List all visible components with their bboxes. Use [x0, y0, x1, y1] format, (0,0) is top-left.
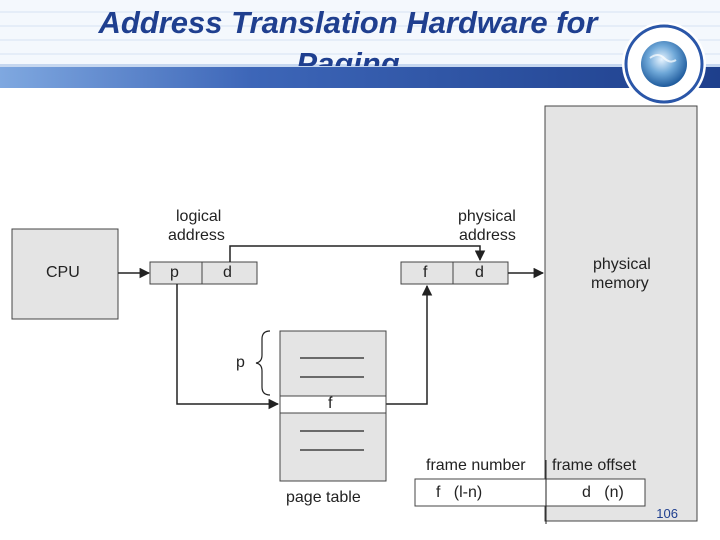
physical-memory-box	[544, 105, 698, 522]
page-table-entry-f	[279, 395, 387, 414]
cpu-box	[11, 228, 119, 320]
globe-icon	[641, 41, 687, 87]
physical-memory-label-2: memory	[591, 275, 649, 292]
logical-address-label-1: logical	[176, 208, 222, 225]
physical-address-label-1: physical	[458, 208, 516, 225]
logical-address-label-2: address	[168, 227, 225, 244]
page-table-p-label: p	[236, 354, 245, 371]
page-table-f-label: f	[328, 395, 333, 412]
logical-d-label: d	[223, 264, 232, 281]
page-table-brace	[255, 330, 271, 396]
frame-number-label: frame number	[426, 457, 526, 474]
page-table-label: page table	[286, 489, 361, 506]
page-number: 106	[656, 506, 678, 521]
address-format-box	[414, 478, 646, 507]
logical-p-label: p	[170, 264, 179, 281]
physical-d-label: d	[475, 264, 484, 281]
header-band	[0, 0, 720, 106]
frame-offset-label: frame offset	[552, 457, 637, 474]
physical-f-label: f	[423, 264, 428, 281]
physical-memory-label-1: physical	[593, 256, 651, 273]
frame-number-value: f (l-n)	[436, 484, 483, 501]
physical-address-label-2: address	[459, 227, 516, 244]
slide-title: Address Translation Hardware for Paging	[98, 5, 598, 66]
cpu-label: CPU	[46, 264, 80, 281]
frame-offset-value: d (n)	[582, 484, 624, 501]
title-clip: Address Translation Hardware for Paging	[0, 0, 720, 66]
